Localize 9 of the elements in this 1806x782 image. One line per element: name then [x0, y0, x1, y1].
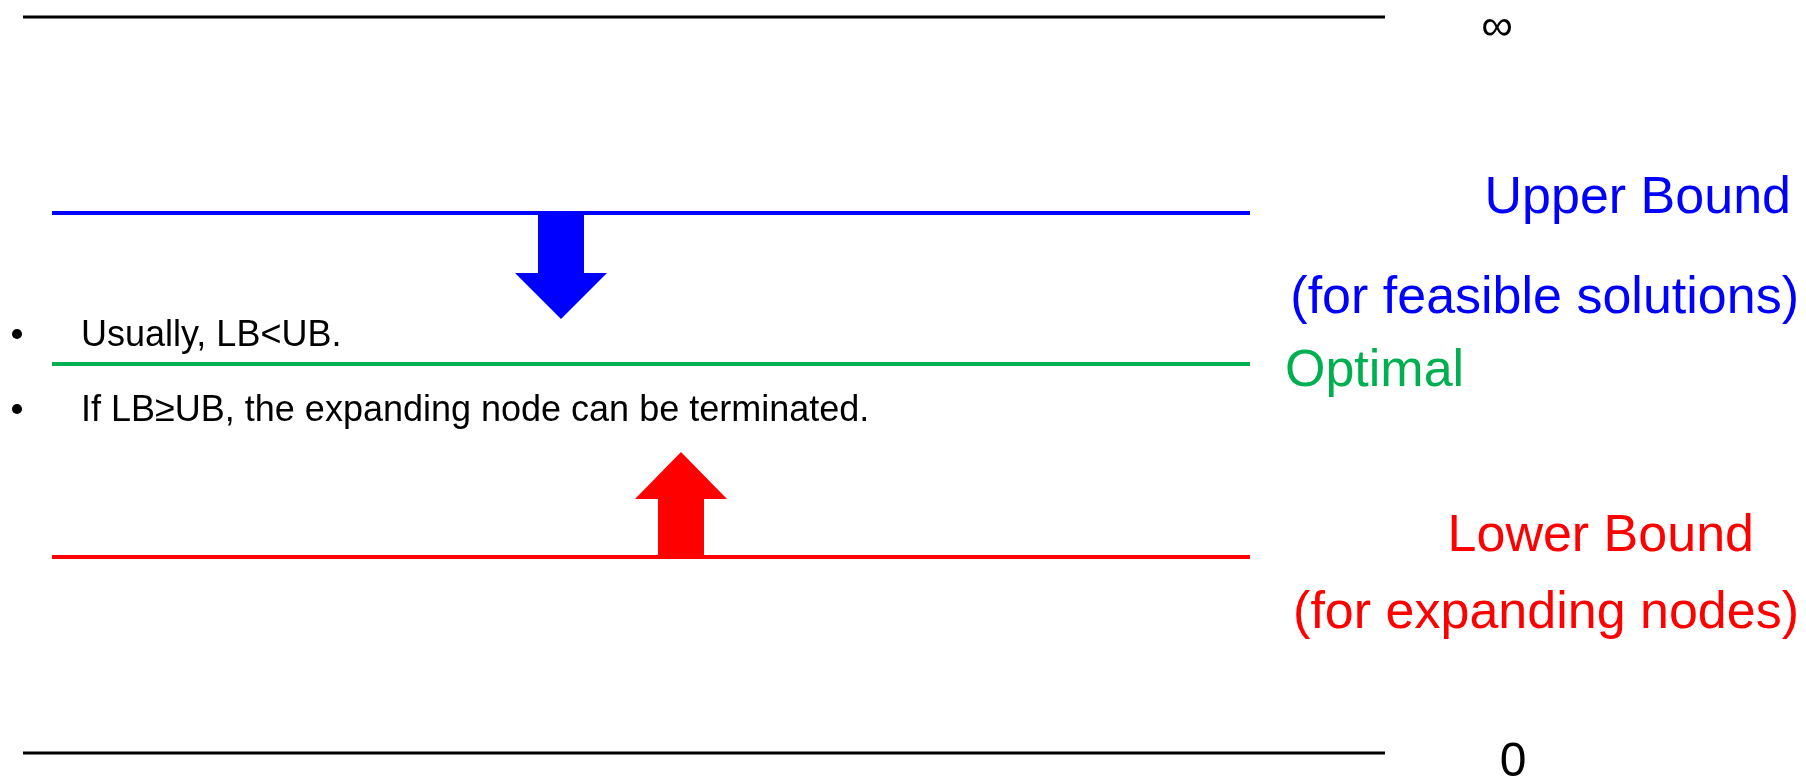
infinity-label: ∞ [1481, 0, 1513, 51]
bullet-text: Usually, LB<UB. [81, 313, 342, 355]
bound-note: (for expanding nodes) [1293, 581, 1799, 641]
optimal-label: Optimal [1285, 339, 1465, 399]
bound-label: Upper Bound [1484, 166, 1791, 226]
bound-label: Lower Bound [1447, 504, 1754, 564]
bullet-text: If LB≥UB, the expanding node can be terminated. [81, 388, 870, 430]
zero-label: 0 [1499, 732, 1527, 782]
bound-note: (for feasible solutions) [1290, 266, 1799, 326]
